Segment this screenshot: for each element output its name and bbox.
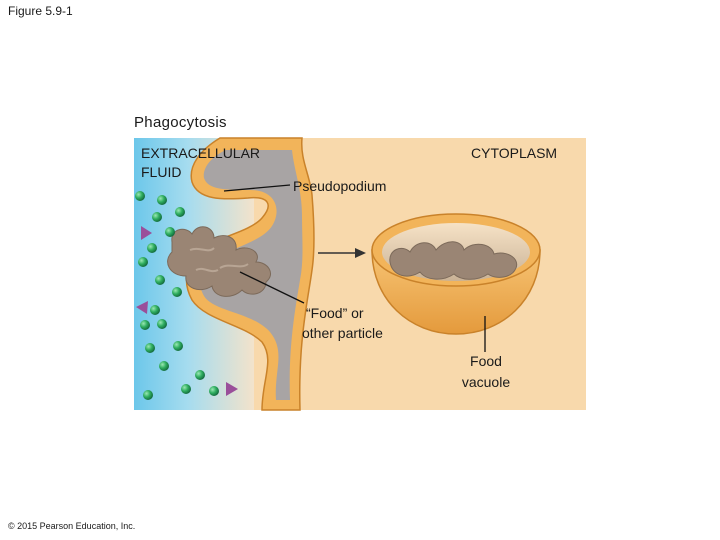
molecule bbox=[145, 343, 155, 353]
molecule bbox=[159, 361, 169, 371]
food-label-line2: other particle bbox=[302, 325, 383, 341]
molecule bbox=[209, 386, 219, 396]
triangle-particle bbox=[141, 226, 152, 240]
molecule bbox=[172, 287, 182, 297]
molecule bbox=[150, 305, 160, 315]
pseudopodium-leader bbox=[223, 184, 291, 192]
molecule bbox=[143, 390, 153, 400]
food-label-line1: “Food” or bbox=[306, 305, 364, 321]
molecule bbox=[175, 207, 185, 217]
pseudopodium-label: Pseudopodium bbox=[293, 178, 386, 194]
molecule bbox=[165, 227, 175, 237]
molecule bbox=[155, 275, 165, 285]
cytoplasm-label: CYTOPLASM bbox=[471, 145, 557, 161]
molecule bbox=[138, 257, 148, 267]
vacuole-label-line1: Food bbox=[470, 353, 502, 369]
figure-label: Figure 5.9-1 bbox=[8, 4, 73, 18]
extracellular-triangles bbox=[136, 226, 238, 396]
arrow-head bbox=[355, 248, 366, 258]
copyright-notice: © 2015 Pearson Education, Inc. bbox=[8, 521, 136, 531]
molecule bbox=[135, 191, 145, 201]
molecule bbox=[195, 370, 205, 380]
food-particle bbox=[167, 226, 271, 297]
molecule bbox=[140, 320, 150, 330]
diagram-title: Phagocytosis bbox=[134, 114, 227, 131]
molecule bbox=[147, 243, 157, 253]
extracellular-label-line2: FLUID bbox=[141, 164, 181, 180]
extracellular-label-line1: EXTRACELLULAR bbox=[141, 145, 260, 161]
molecule bbox=[173, 341, 183, 351]
extracellular-molecules bbox=[135, 191, 219, 400]
molecule bbox=[157, 195, 167, 205]
molecule bbox=[157, 319, 167, 329]
triangle-particle bbox=[136, 301, 148, 314]
molecule bbox=[152, 212, 162, 222]
triangle-particle bbox=[226, 382, 238, 396]
vacuole-label-line2: vacuole bbox=[462, 374, 510, 390]
vacuole-food bbox=[389, 241, 518, 280]
food-leader bbox=[239, 271, 305, 304]
molecule bbox=[181, 384, 191, 394]
